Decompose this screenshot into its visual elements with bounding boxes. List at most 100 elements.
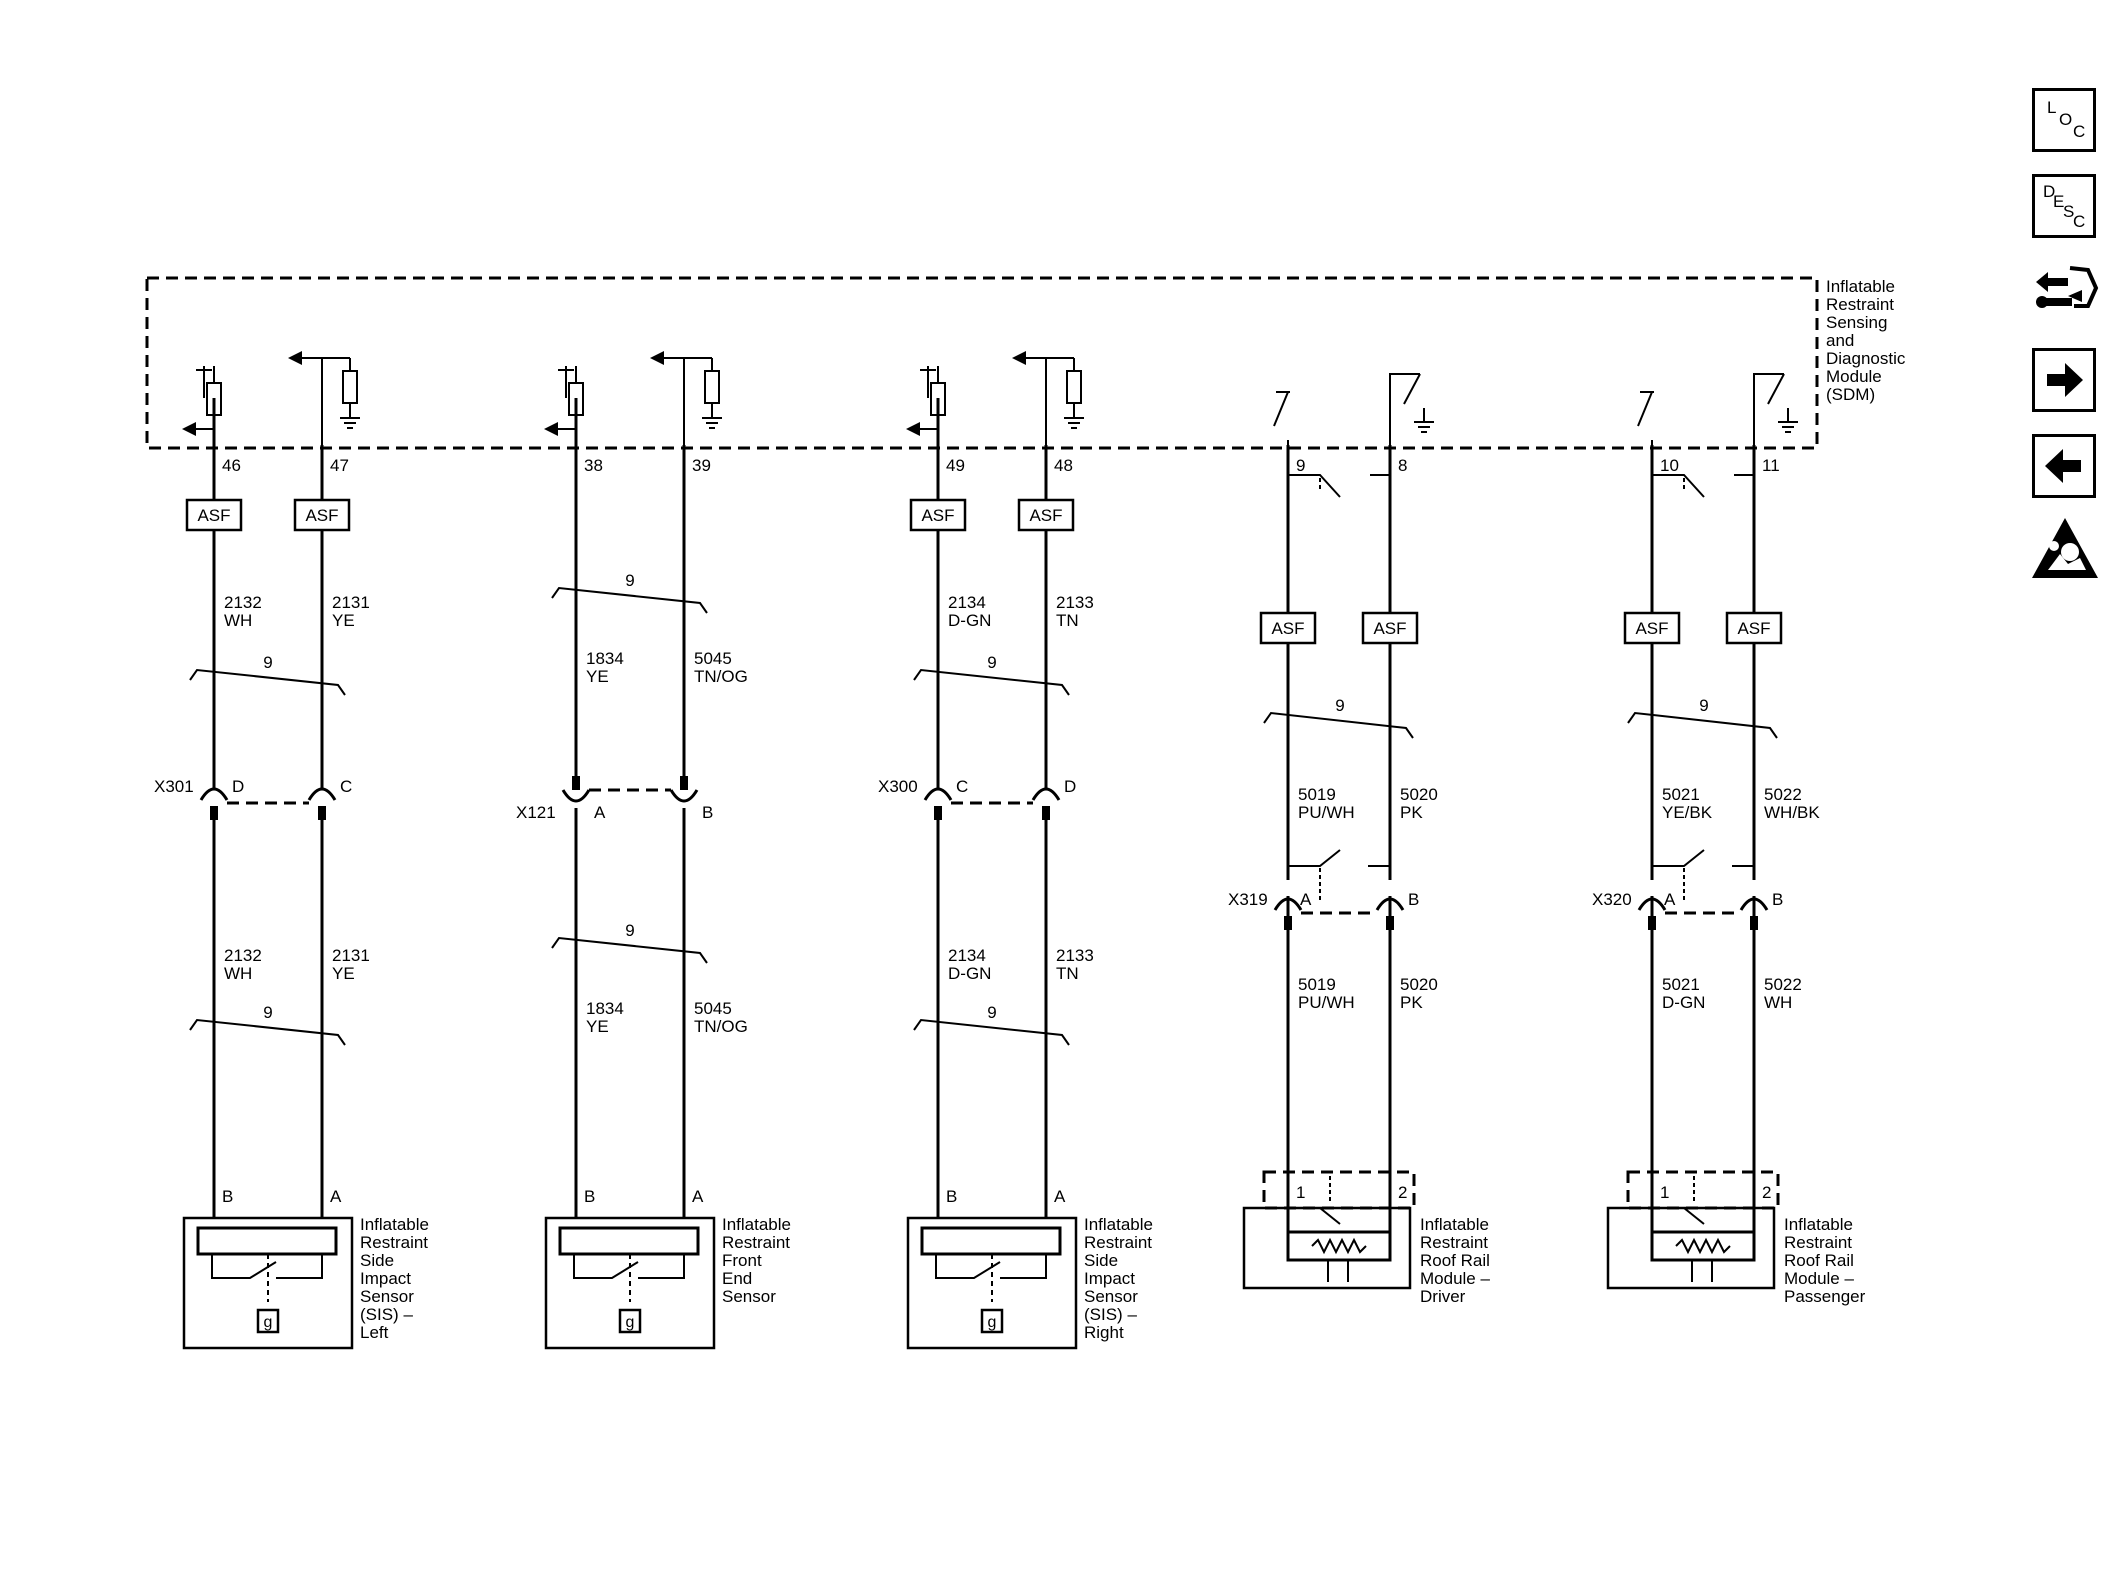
asf-label: ASF: [1373, 619, 1406, 638]
component-label-line: Impact: [360, 1269, 411, 1288]
asf-label: ASF: [197, 506, 230, 525]
wire-color: YE: [332, 611, 355, 630]
sdm-internal-wire: [1753, 373, 1784, 445]
component-label-line: Restraint: [1784, 1233, 1852, 1252]
sdm-pin-number: 46: [222, 456, 241, 475]
shorting-bar-icon: [1288, 1207, 1341, 1225]
component-label-line: End: [722, 1269, 752, 1288]
wire-circuit-number: 2133: [1056, 593, 1094, 612]
sdm-pin-number: 39: [692, 456, 711, 475]
asf-box: [293, 498, 351, 532]
desc-button[interactable]: D E S C: [2032, 174, 2096, 238]
component-box: [1606, 1206, 1776, 1290]
airbag-warning-button[interactable]: [2030, 516, 2100, 582]
loc-letter: C: [2073, 122, 2085, 141]
connector-pin: D: [232, 777, 244, 796]
circuit-sis-left: 46 47 ASF ASF 2132 WH 2131 YE 9 X301 D C…: [154, 351, 429, 1350]
ground-box-icon: [618, 1308, 642, 1334]
connector-pin: B: [702, 803, 713, 822]
wire-color: PK: [1400, 803, 1423, 822]
squib-element-icon: [1311, 1237, 1367, 1255]
connector-views-button[interactable]: [2030, 256, 2100, 326]
resistor-icon: [1066, 370, 1082, 404]
sdm-label-line: Diagnostic: [1826, 349, 1906, 368]
connector-female-icon: [923, 787, 953, 801]
component-label-line: Restraint: [722, 1233, 790, 1252]
sdm-label-line: Module: [1826, 367, 1882, 386]
connector-male-icon: [1042, 806, 1050, 820]
twisted-pair-icon: [551, 936, 708, 964]
component-label-line: Passenger: [1784, 1287, 1866, 1306]
wire-color: WH: [1764, 993, 1792, 1012]
component-pin: 1: [1660, 1183, 1669, 1202]
component-label-line: Module –: [1420, 1269, 1490, 1288]
component-label-line: Side: [1084, 1251, 1118, 1270]
wire-circuit-number: 5020: [1400, 785, 1438, 804]
twisted-pair-icon: [551, 586, 708, 614]
asf-box: [185, 498, 243, 532]
sdm-outline: [145, 276, 1819, 450]
wire-circuit-number: 2134: [948, 946, 986, 965]
component-pin: A: [1054, 1187, 1066, 1206]
airbag-warning-icon: [2032, 518, 2098, 578]
wire-color: YE/BK: [1662, 803, 1713, 822]
connector-male-icon: [318, 806, 326, 820]
twisted-pair-icon: [189, 668, 346, 696]
connector-male-icon: [934, 806, 942, 820]
sdm-internal-wire: [1389, 373, 1420, 445]
wire-color: D-GN: [948, 611, 991, 630]
component-label-line: Inflatable: [722, 1215, 791, 1234]
wire-color: D-GN: [948, 964, 991, 983]
switch-icon: [211, 1254, 277, 1279]
connector-pin: B: [1772, 890, 1783, 909]
connector-name: X121: [516, 803, 556, 822]
resistor-icon: [342, 370, 358, 404]
shorting-bar-icon: [1288, 474, 1341, 498]
wire-circuit-number: 2131: [332, 593, 370, 612]
component-label-line: (SIS) –: [1084, 1305, 1137, 1324]
asf-box: [1017, 498, 1075, 532]
component-pin: 1: [1296, 1183, 1305, 1202]
connector-male-icon: [1648, 916, 1656, 930]
desc-letter: D: [2043, 182, 2055, 201]
wire-color: YE: [586, 667, 609, 686]
wire-circuit-number: 2134: [948, 593, 986, 612]
wire-circuit-number: 5019: [1298, 975, 1336, 994]
component-label-line: Front: [722, 1251, 762, 1270]
twist-label: 9: [263, 653, 272, 672]
connector-name: X320: [1592, 890, 1632, 909]
component-pin: 2: [1398, 1183, 1407, 1202]
connector-plug-icon: [2036, 266, 2099, 308]
next-page-button[interactable]: [2032, 348, 2096, 412]
arrow-left-icon: [544, 422, 558, 436]
connector-pin: B: [1408, 890, 1419, 909]
sdm-label: Inflatable Restraint Sensing and Diagnos…: [1826, 277, 1906, 404]
desc-letter: S: [2063, 202, 2074, 221]
connector-female-icon: [1375, 897, 1405, 911]
component-label: Inflatable Restraint Side Impact Sensor …: [1084, 1215, 1153, 1342]
circuit-front-end-sensor: 38 39 9 1834 YE 5045 TN/OG X121 A B 9 18…: [516, 351, 791, 1350]
asf-label: ASF: [1635, 619, 1668, 638]
twist-label: 9: [987, 1003, 996, 1022]
asf-label: ASF: [1029, 506, 1062, 525]
connector-male-icon: [210, 806, 218, 820]
wire-circuit-number: 2132: [224, 593, 262, 612]
wire-circuit-number: 5020: [1400, 975, 1438, 994]
component-label-line: Inflatable: [360, 1215, 429, 1234]
switch-icon: [935, 1254, 1001, 1279]
connector-female-icon: [1739, 897, 1769, 911]
component-box: [1242, 1206, 1412, 1290]
twisted-pair-icon: [1263, 711, 1414, 739]
wire-color: TN: [1056, 964, 1079, 983]
circuit-roof-rail-driver: 9 8 ASF ASF 9 5019 PU/WH 5020 PK X319 A …: [1228, 373, 1490, 1306]
previous-page-button[interactable]: [2032, 434, 2096, 498]
loc-button[interactable]: L O C: [2032, 88, 2096, 152]
sdm-pin-number: 9: [1296, 456, 1305, 475]
connector-female-icon: [561, 789, 591, 803]
switch-icon: [1767, 373, 1785, 405]
connector-female-icon: [199, 787, 229, 801]
squib-icon: [1286, 1230, 1392, 1262]
wire-circuit-number: 5022: [1764, 785, 1802, 804]
connector-female-icon: [669, 789, 699, 803]
